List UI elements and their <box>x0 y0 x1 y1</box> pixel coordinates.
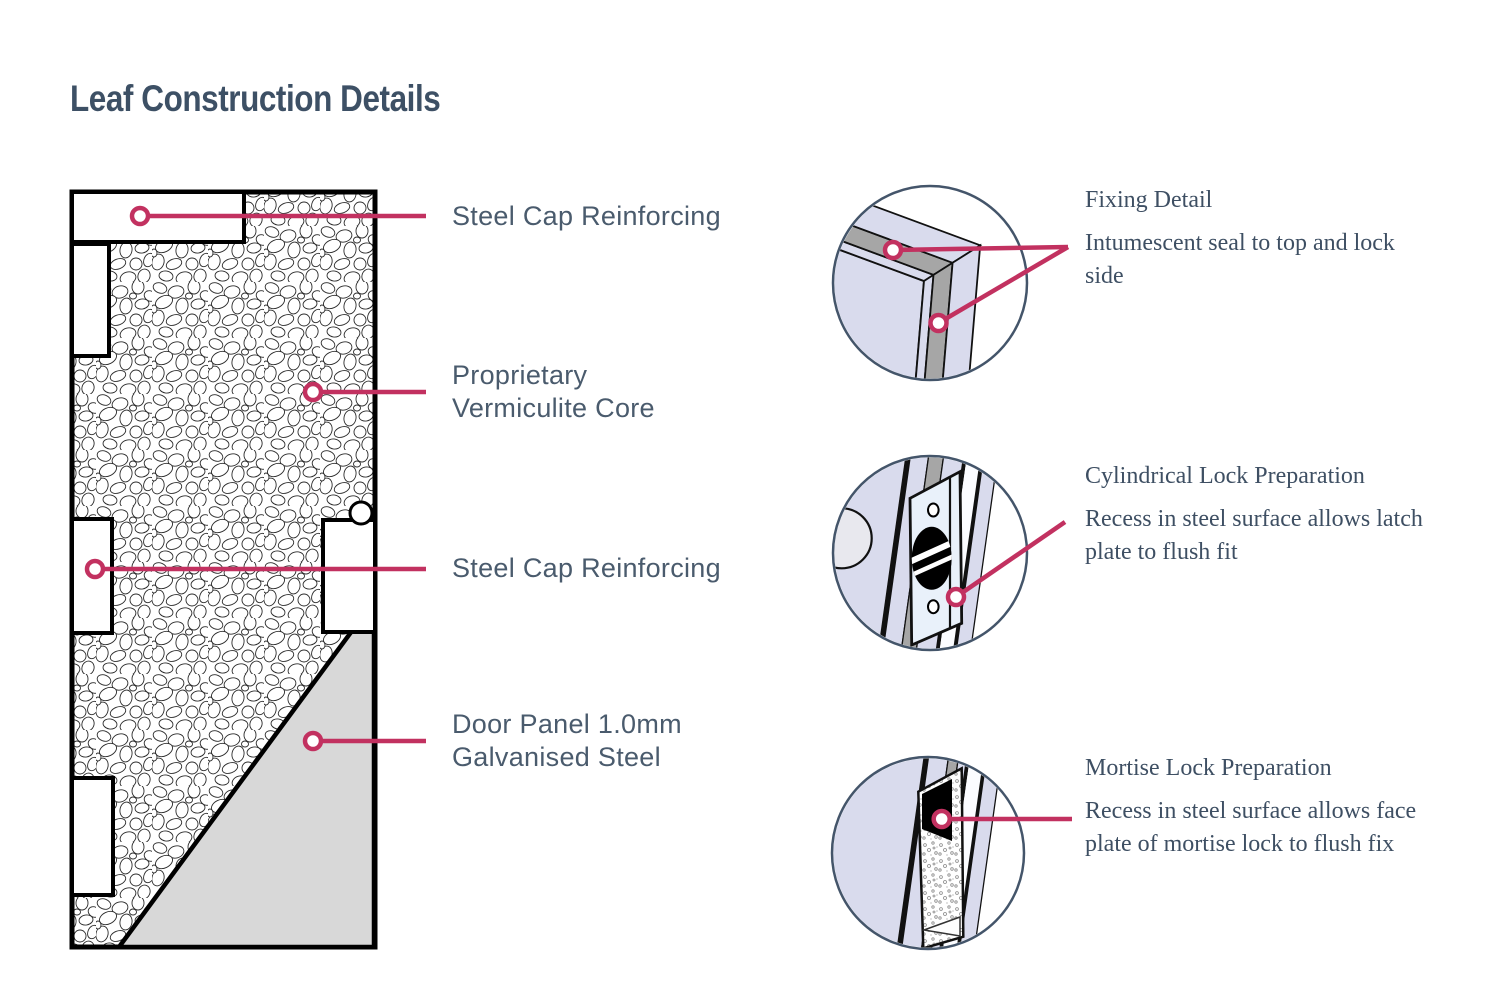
label-line: Steel Cap Reinforcing <box>452 201 721 231</box>
mortise-lock-illustration <box>830 755 1072 951</box>
callout-marker <box>129 205 151 227</box>
side-intumescent-seal <box>921 261 954 379</box>
label-line: Galvanised Steel <box>452 742 661 772</box>
label-vermiculite-core: Proprietary Vermiculite Core <box>452 359 655 425</box>
detail-heading: Fixing Detail <box>1085 187 1213 213</box>
detail-body-line: Intumescent seal to top and lock <box>1085 230 1395 256</box>
detail-body-line: Recess in steel surface allows latch <box>1085 506 1423 532</box>
fixing-detail-text: Fixing Detail Intumescent seal to top an… <box>1085 184 1485 293</box>
latch-bolt <box>911 526 952 590</box>
label-line: Door Panel 1.0mm <box>452 709 682 739</box>
door-face <box>833 758 926 948</box>
face-edge-line <box>875 457 912 649</box>
mortise-lock-text: Mortise Lock Preparation Recess in steel… <box>1085 752 1485 861</box>
steel-cap-lower-left <box>70 776 115 897</box>
detail-circle-outline <box>831 184 1029 382</box>
detail-circle-outline <box>831 454 1029 652</box>
fixing-detail-illustration <box>831 184 1070 382</box>
steel-cap-upper-left <box>70 242 111 358</box>
door-cross-section-diagram <box>69 189 426 950</box>
recess-bottom-face <box>921 915 961 937</box>
label-door-panel: Door Panel 1.0mm Galvanised Steel <box>452 708 682 774</box>
label-steel-cap-mid: Steel Cap Reinforcing <box>452 552 721 585</box>
callout-marker <box>84 558 106 580</box>
side-edge-inner-band <box>911 273 935 379</box>
screw-hole <box>927 502 940 518</box>
door-panel-triangle <box>114 594 377 950</box>
steel-cap-mid-right <box>321 518 377 634</box>
latch-bolt-stripe <box>911 537 952 566</box>
screw-hole <box>927 599 940 615</box>
detail-body-line: plate to flush fit <box>1085 539 1238 565</box>
detail-body-line: Recess in steel surface allows face <box>1085 798 1417 824</box>
callout-marker <box>882 239 904 261</box>
edge-band <box>956 758 1004 948</box>
edge-band <box>953 457 1001 649</box>
label-steel-cap-top: Steel Cap Reinforcing <box>452 200 721 233</box>
detail-body-line: plate of mortise lock to flush fix <box>1085 831 1395 857</box>
callout-marker <box>945 586 967 608</box>
page-title: Leaf Construction Details <box>70 78 441 119</box>
side-edge-outer-band <box>940 243 982 379</box>
label-line: Steel Cap Reinforcing <box>452 553 721 583</box>
callout-line <box>937 245 1070 325</box>
detail-heading: Mortise Lock Preparation <box>1085 755 1332 781</box>
cylindrical-lock-text: Cylindrical Lock Preparation Recess in s… <box>1085 460 1485 569</box>
callout-marker <box>302 381 324 403</box>
label-line: Proprietary <box>452 360 588 390</box>
latch-bolt-stripe <box>911 552 952 580</box>
detail-body-line: side <box>1085 263 1124 289</box>
detail-circle-outline <box>830 755 1026 951</box>
callout-marker <box>928 312 949 334</box>
callout-marker <box>302 730 324 752</box>
lock-hole-arc <box>834 507 873 570</box>
cylindrical-lock-hole <box>348 500 374 526</box>
callout-marker <box>931 808 952 830</box>
callout-line <box>954 520 1067 599</box>
cylindrical-lock-illustration <box>831 454 1067 652</box>
detail-heading: Cylindrical Lock Preparation <box>1085 463 1365 489</box>
callout-line <box>892 244 1069 253</box>
label-line: Vermiculite Core <box>452 393 655 423</box>
